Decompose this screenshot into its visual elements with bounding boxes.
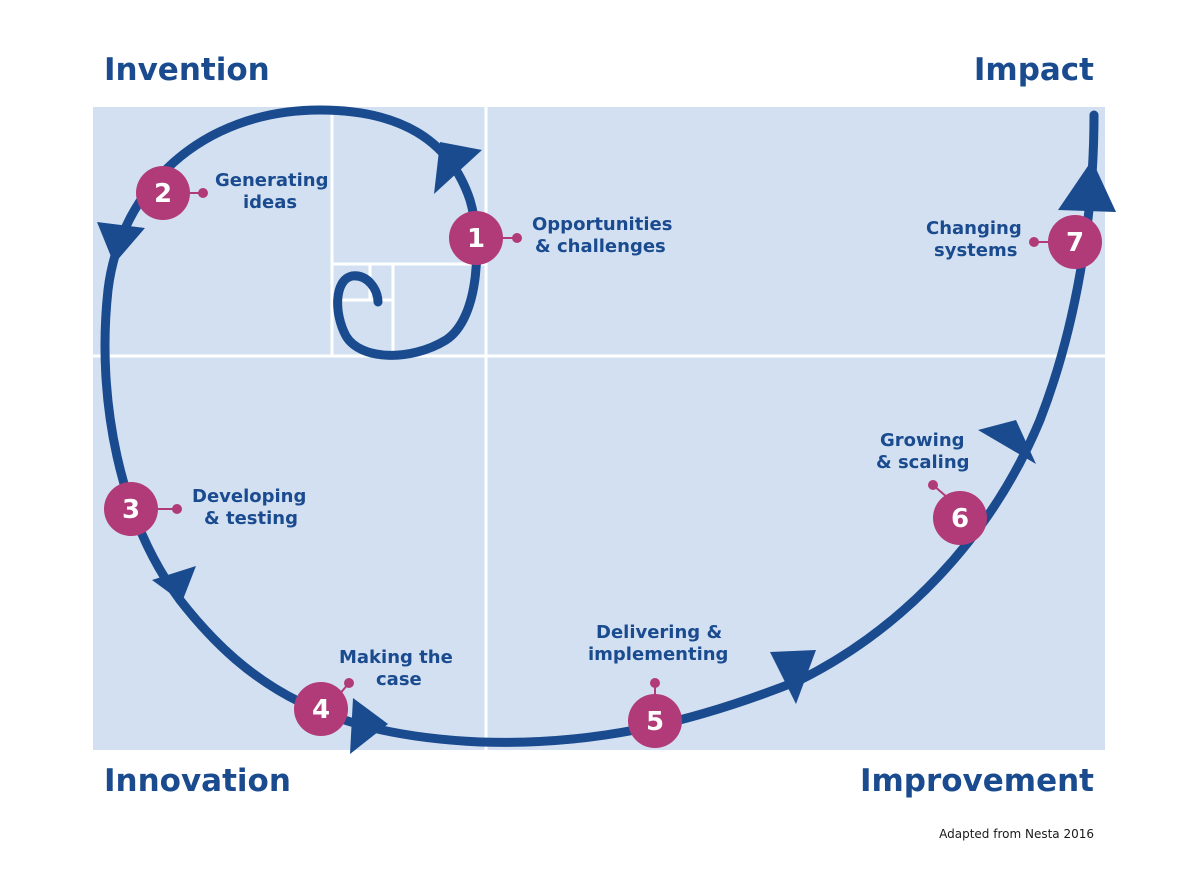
step-circle <box>933 491 987 545</box>
step-label-line-1: Growing <box>880 430 965 451</box>
arrow-icon <box>152 566 196 602</box>
step-number: 7 <box>1066 228 1084 258</box>
step-label-line-1: Generating <box>215 170 329 191</box>
step-label-line-2: systems <box>934 240 1017 261</box>
source-credit: Adapted from Nesta 2016 <box>939 827 1094 841</box>
step-label-line-1: Delivering & <box>596 622 722 643</box>
step-number: 5 <box>646 707 664 737</box>
step-number: 6 <box>951 504 969 534</box>
step-2: 2 Generating ideas <box>136 166 329 220</box>
step-3: 3 Developing & testing <box>104 482 306 536</box>
step-circle <box>628 694 682 748</box>
arrow-icon <box>350 698 388 754</box>
background-panel <box>93 107 1105 750</box>
step-label-line-2: case <box>376 669 422 690</box>
step-circle <box>294 682 348 736</box>
step-6: 6 Growing & scaling <box>876 430 987 545</box>
step-label-line-2: & testing <box>204 508 298 529</box>
step-circle <box>1048 215 1102 269</box>
step-number: 3 <box>122 495 140 525</box>
step-number: 4 <box>312 695 330 725</box>
step-5: 5 Delivering & implementing <box>588 622 728 748</box>
step-circle <box>449 211 503 265</box>
corner-label-invention: Invention <box>104 52 270 88</box>
step-number: 2 <box>154 179 172 209</box>
step-number: 1 <box>467 224 485 254</box>
step-label-line-1: Developing <box>192 486 306 507</box>
direction-arrows <box>97 142 1116 754</box>
arrow-icon <box>770 650 816 704</box>
step-circle <box>136 166 190 220</box>
step-label-line-2: ideas <box>243 192 297 213</box>
step-circle <box>104 482 158 536</box>
step-label-line-1: Opportunities <box>532 214 672 235</box>
step-label-line-2: & scaling <box>876 452 970 473</box>
step-4: 4 Making the case <box>294 647 453 736</box>
spiral-path <box>100 105 1099 747</box>
step-1: 1 Opportunities & challenges <box>449 211 672 265</box>
step-label-line-1: Making the <box>339 647 453 668</box>
arrow-icon <box>97 222 145 264</box>
arrow-icon <box>434 142 482 194</box>
corner-label-innovation: Innovation <box>104 763 291 799</box>
step-label-line-2: & challenges <box>535 236 666 257</box>
step-label-line-2: implementing <box>588 644 728 665</box>
corner-label-impact: Impact <box>973 52 1094 88</box>
step-7: 7 Changing systems <box>926 215 1102 269</box>
step-label-line-1: Changing <box>926 218 1022 239</box>
corner-label-improvement: Improvement <box>859 763 1094 799</box>
arrow-icon <box>1058 160 1116 212</box>
arrow-icon <box>978 420 1036 464</box>
